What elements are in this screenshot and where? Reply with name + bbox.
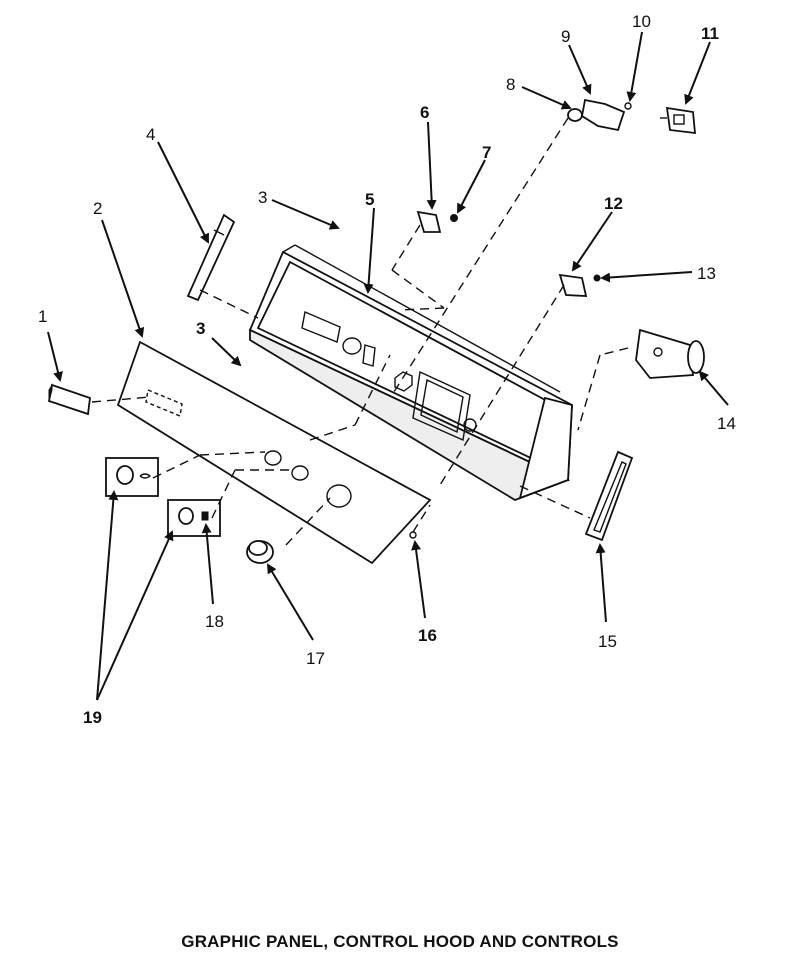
callout-1: 1 <box>38 307 47 326</box>
callout-6: 6 <box>420 103 429 122</box>
relay <box>660 106 697 135</box>
thermostat <box>558 273 601 297</box>
callout-8: 8 <box>506 75 515 94</box>
timer <box>635 328 705 379</box>
callout-labels: 1 2 3 3 4 5 6 7 8 9 10 11 12 13 14 15 16… <box>38 12 736 727</box>
callout-15: 15 <box>598 632 617 651</box>
switch <box>416 210 458 233</box>
callout-3a: 3 <box>258 188 267 207</box>
push-button <box>47 383 91 416</box>
callout-5: 5 <box>365 190 374 209</box>
callout-13: 13 <box>697 264 716 283</box>
left-end-cap <box>186 213 236 302</box>
diagram-title: GRAPHIC PANEL, CONTROL HOOD AND CONTROLS <box>181 932 619 951</box>
callout-2: 2 <box>93 199 102 218</box>
right-end-cap <box>584 450 634 542</box>
callout-14: 14 <box>717 414 736 433</box>
callout-7: 7 <box>482 143 491 162</box>
callout-12: 12 <box>604 194 623 213</box>
bracket-assembly <box>567 98 632 132</box>
callout-11: 11 <box>701 24 719 43</box>
screw <box>409 531 417 539</box>
callout-4: 4 <box>146 125 155 144</box>
callout-19: 19 <box>83 708 102 727</box>
graphic-panel <box>116 340 432 565</box>
assembly-lines <box>91 117 629 546</box>
selector-knobs <box>105 457 221 537</box>
leader-lines <box>47 31 729 701</box>
callout-9: 9 <box>561 27 570 46</box>
timer-knob <box>246 540 274 564</box>
callout-18: 18 <box>205 612 224 631</box>
callout-3b: 3 <box>196 319 205 338</box>
callout-17: 17 <box>306 649 325 668</box>
callout-10: 10 <box>632 12 651 31</box>
callout-16: 16 <box>418 626 437 645</box>
